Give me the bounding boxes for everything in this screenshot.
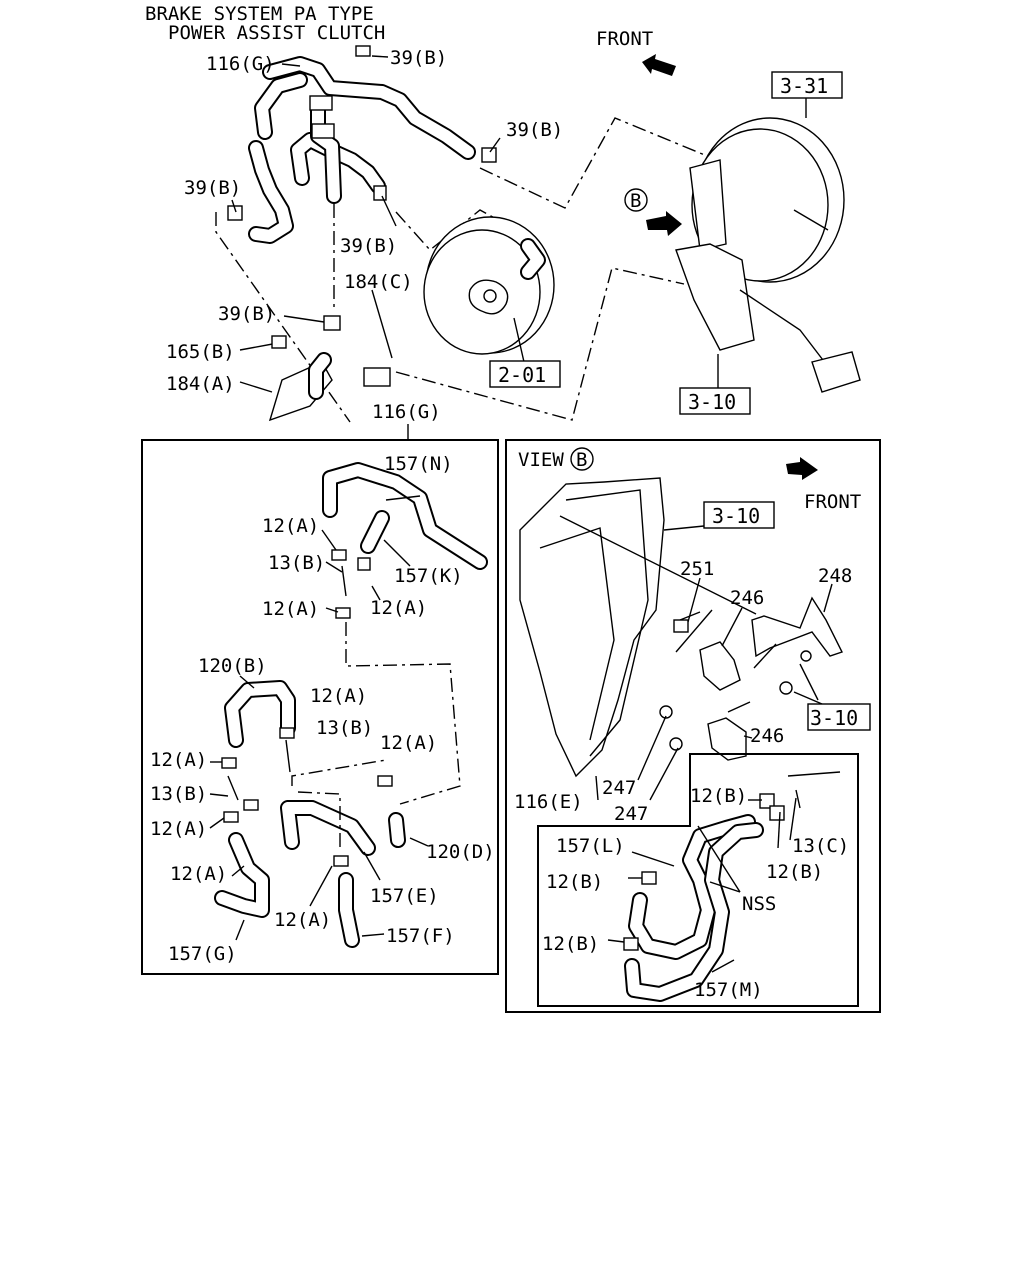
label-39b-3: 39(B) <box>184 177 241 199</box>
front-view-label: FRONT <box>804 491 861 513</box>
label-120b: 120(B) <box>198 655 267 677</box>
front-view-arrow-icon <box>786 457 818 480</box>
nut-247-upper-icon <box>659 705 673 719</box>
label-nss: NSS <box>742 893 776 915</box>
front-direction-label: FRONT <box>596 28 653 50</box>
label-12a-4: 12(A) <box>310 685 367 707</box>
label-12a-3: 12(A) <box>262 598 319 620</box>
hose-clamp-icon <box>221 549 393 867</box>
label-157k: 157(K) <box>394 565 463 587</box>
bracket-184c <box>363 367 391 387</box>
ref-box-2-01 <box>489 360 561 388</box>
label-184c: 184(C) <box>344 271 413 293</box>
hose-clamp-icon <box>623 793 785 951</box>
clutch-booster <box>423 216 555 355</box>
label-39b-4: 39(B) <box>340 235 397 257</box>
label-157n: 157(N) <box>384 453 453 475</box>
label-39b-2: 39(B) <box>506 119 563 141</box>
label-12a-1: 12(A) <box>262 515 319 537</box>
label-12a-8: 12(A) <box>170 863 227 885</box>
bolt-165b-icon <box>271 335 287 349</box>
label-12b-1: 12(B) <box>690 785 747 807</box>
ref-box-3-10-top <box>679 387 751 415</box>
label-12b-2: 12(B) <box>766 861 823 883</box>
ref-3-10-top: 3-10 <box>688 390 736 414</box>
label-184a: 184(A) <box>166 373 235 395</box>
detail-panel-view-b <box>505 439 881 1013</box>
label-116g: 116(G) <box>206 53 275 75</box>
view-b-marker-icon <box>624 188 648 212</box>
ref-3-10-view-b: 3-10 <box>810 706 858 730</box>
nut-247-lower-icon <box>669 737 683 751</box>
view-b-marker: B <box>630 190 641 212</box>
hose-clamp-icon <box>227 45 497 331</box>
nut-248-icon <box>800 650 812 662</box>
detail-box-116e <box>537 753 859 1007</box>
label-12a-2: 12(A) <box>370 597 427 619</box>
view-marker-icon <box>570 447 594 471</box>
label-13b-1: 13(B) <box>268 552 325 574</box>
view-label: VIEW <box>518 449 564 471</box>
label-116e: 116(E) <box>514 791 583 813</box>
front-arrow-icon <box>642 54 676 76</box>
label-246-1: 246 <box>730 587 764 609</box>
label-248: 248 <box>818 565 852 587</box>
label-12b-3: 12(B) <box>546 871 603 893</box>
label-12a-9: 12(A) <box>274 909 331 931</box>
switch-246-upper <box>699 641 741 691</box>
brake-booster <box>675 117 861 393</box>
view-b-arrow-icon <box>646 211 682 236</box>
view-marker: B <box>576 449 587 471</box>
label-12b-4: 12(B) <box>542 933 599 955</box>
label-13b-3: 13(B) <box>150 783 207 805</box>
label-39b-5: 39(B) <box>218 303 275 325</box>
diagram-title: BRAKE SYSTEM PA TYPE <box>145 3 374 25</box>
label-13b-2: 13(B) <box>316 717 373 739</box>
diagram-subtitle: POWER ASSIST CLUTCH <box>168 22 385 44</box>
ref-2-01: 2-01 <box>498 363 546 387</box>
ref-3-31: 3-31 <box>780 74 828 98</box>
ref-box-3-10-view-b <box>807 703 871 731</box>
label-116g-detail: 116(G) <box>372 401 441 423</box>
switch-246-lower <box>707 717 747 761</box>
nut-3-10-icon <box>779 681 793 695</box>
label-247-1: 247 <box>602 777 636 799</box>
ref-box-3-31 <box>771 71 843 99</box>
label-39b-1: 39(B) <box>390 47 447 69</box>
label-157l: 157(L) <box>556 835 625 857</box>
label-157g: 157(G) <box>168 943 237 965</box>
label-120d: 120(D) <box>426 841 495 863</box>
label-251: 251 <box>680 558 714 580</box>
detail-panel-116g <box>141 439 499 975</box>
label-12a-7: 12(A) <box>150 818 207 840</box>
firewall-panel <box>519 477 665 778</box>
label-12a-6: 12(A) <box>150 749 207 771</box>
label-12a-5: 12(A) <box>380 732 437 754</box>
bracket-248 <box>751 596 843 658</box>
label-165b: 165(B) <box>166 341 235 363</box>
label-246-2: 246 <box>750 725 784 747</box>
ref-3-10-view-a: 3-10 <box>712 504 760 528</box>
bolt-251-icon <box>673 619 689 633</box>
label-157e: 157(E) <box>370 885 439 907</box>
label-13c: 13(C) <box>792 835 849 857</box>
label-247-2: 247 <box>614 803 648 825</box>
ref-box-3-10-view-a <box>703 501 775 529</box>
label-157f: 157(F) <box>386 925 455 947</box>
label-157m: 157(M) <box>694 979 763 1001</box>
